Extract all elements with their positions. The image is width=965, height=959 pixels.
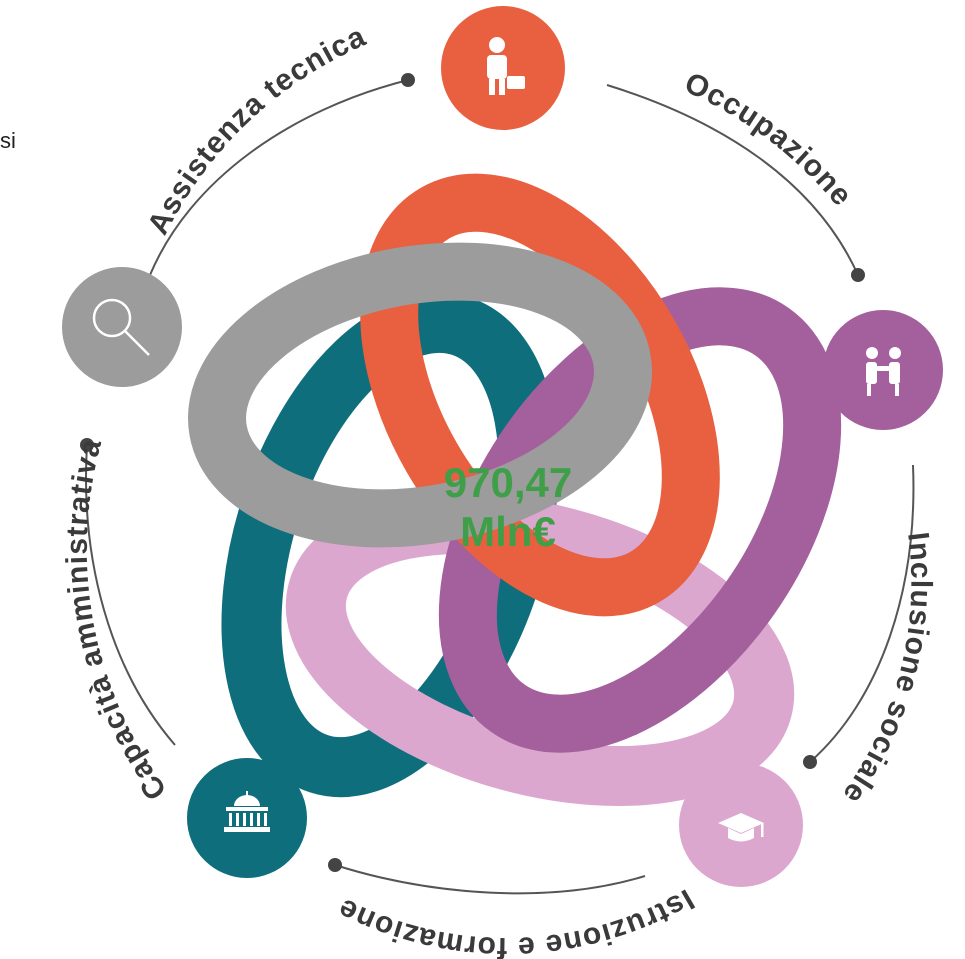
businessman-icon [487,37,525,95]
arc-top-right [606,84,859,276]
label-occupazione: Occupazione [680,66,859,212]
ring-purple [438,287,842,753]
label-inclusione: Inclusione sociale [836,530,938,810]
stray-text: si [0,128,16,153]
arc-bottom [334,864,646,895]
center-unit: Mln€ [460,508,556,555]
government-building-icon [224,791,270,832]
connector-dots [80,73,865,872]
sector-circle [62,267,182,387]
interlaced-rings [188,173,842,807]
sector-inclusione [823,310,943,430]
label-capacita: Capacità amministrativa [61,435,174,806]
sector-assistenza [62,267,182,387]
sector-capacita [187,758,307,878]
arc-right [809,464,915,763]
handshake-icon [866,347,901,396]
center-value: 970,47 [444,459,572,506]
sector-istruzione [679,763,803,887]
sector-circle [187,758,307,878]
ring-pink [285,493,795,807]
ring-gray [188,242,652,548]
arc-top-left [149,79,409,276]
label-assistenza: Assistenza tecnica [141,20,371,240]
ring-orange [360,173,720,617]
magnifier-icon [92,298,150,356]
sector-occupazione [441,6,565,130]
connector-arcs [85,79,915,895]
arc-left [85,444,176,746]
graduation-cap-icon [718,813,764,842]
